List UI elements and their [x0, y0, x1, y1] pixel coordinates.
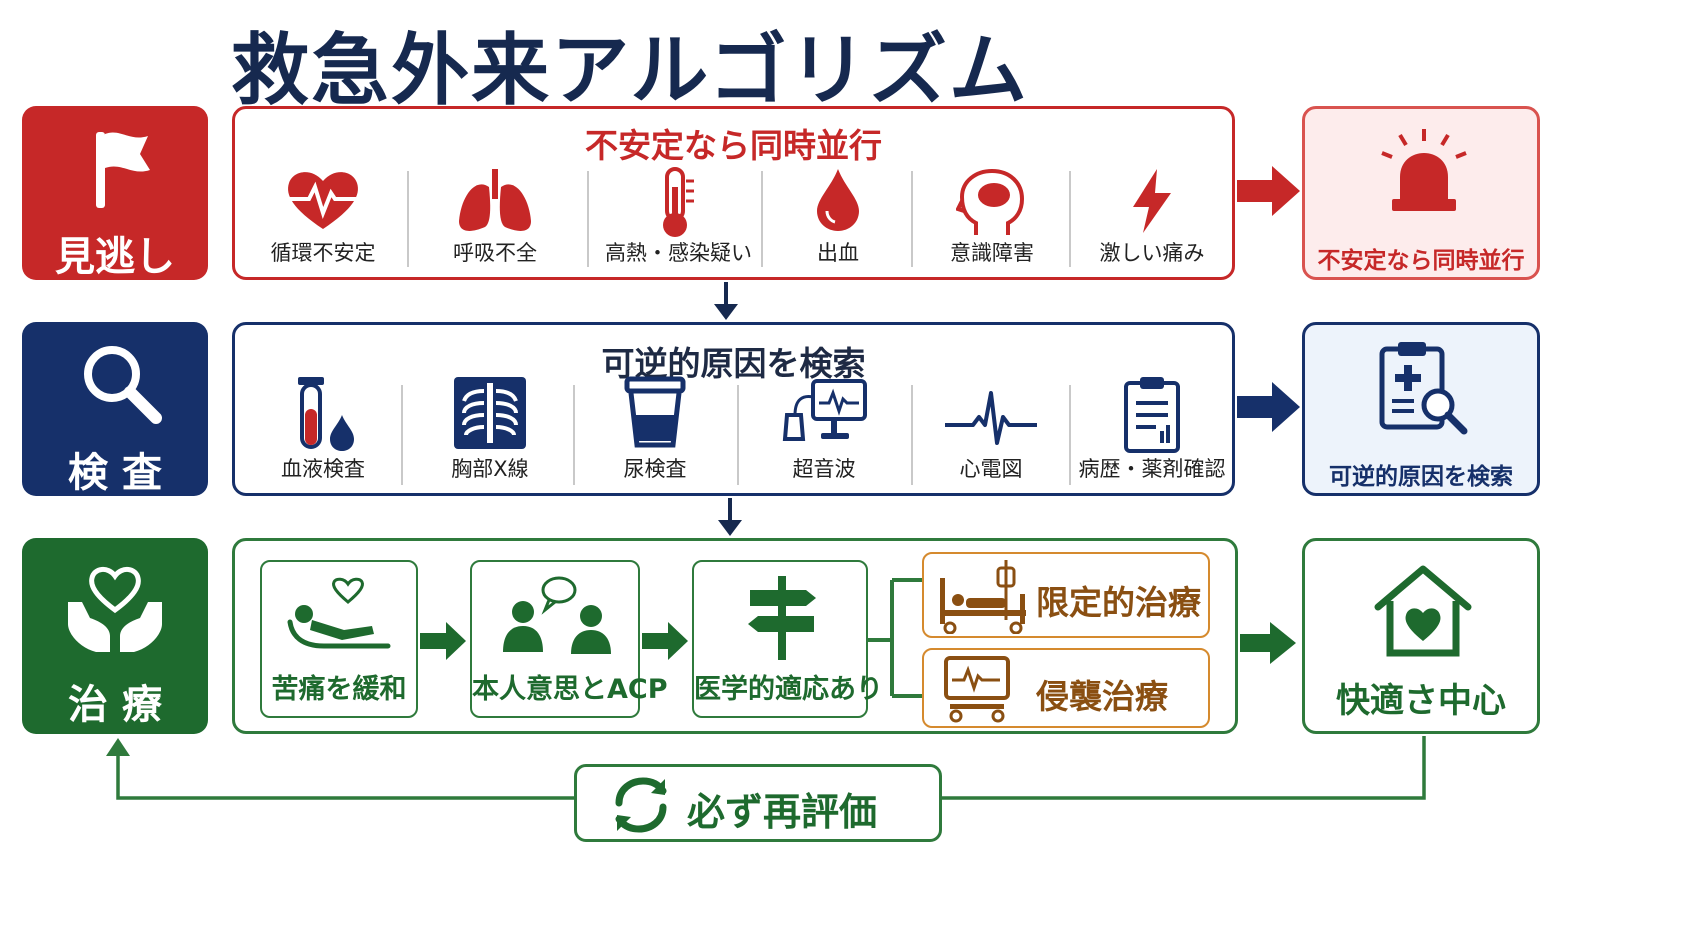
separator — [573, 385, 575, 485]
thermometer-icon — [663, 167, 694, 237]
separator — [1069, 385, 1071, 485]
separator — [407, 171, 409, 267]
result-exam: 可逆的原因を検索 — [1302, 322, 1540, 496]
lungs-icon — [459, 169, 531, 231]
item-ecg-label: 心電図 — [959, 457, 1023, 481]
item-blood-test-label: 血液検査 — [281, 457, 365, 481]
badge-miss-label: 見逃し — [55, 234, 175, 280]
item-ecg: 心電図 — [931, 375, 1051, 483]
step-relieve-pain-label: 苦痛を緩和 — [271, 674, 407, 705]
item-consciousness: 意識障害 — [927, 167, 1057, 267]
flag-icon — [96, 132, 150, 208]
badge-treat-label: 治 療 — [68, 682, 162, 728]
item-ultrasound-label: 超音波 — [792, 457, 856, 481]
item-chest-xray: 胸部X線 — [425, 375, 555, 483]
blood-drop-icon — [817, 169, 859, 231]
item-fever-label: 高熱・感染疑い — [605, 241, 752, 265]
alarm-light-icon — [1381, 129, 1467, 211]
monitor-cart-icon — [944, 656, 1010, 723]
item-fever: 高熱・感染疑い — [605, 167, 752, 267]
badge-exam-label: 検 査 — [68, 450, 162, 496]
separator — [737, 385, 739, 485]
test-tube-icon — [298, 377, 354, 451]
option-limited-treatment-label: 限定的治療 — [1036, 583, 1201, 622]
result-miss-label: 不安定なら同時並行 — [1317, 248, 1525, 274]
clipboard-search-icon — [1379, 342, 1468, 435]
result-miss: 不安定なら同時並行 — [1302, 106, 1540, 280]
step-medical-indication: 医学的適応あり — [692, 560, 883, 718]
lightning-icon — [1133, 169, 1171, 233]
option-invasive-treatment-label: 侵襲治療 — [1036, 677, 1168, 716]
separator — [1069, 171, 1071, 267]
people-speech-icon — [503, 576, 611, 654]
separator — [911, 385, 913, 485]
panel-miss: 不安定なら同時並行 循環不安定 呼吸不全 高熱・感染疑い — [232, 106, 1235, 280]
panel-miss-title: 不安定なら同時並行 — [585, 126, 882, 165]
item-urine-test-label: 尿検査 — [623, 457, 687, 481]
page-title: 救急外来アルゴリズム — [231, 26, 1029, 116]
option-limited-treatment: 限定的治療 — [922, 552, 1210, 638]
step-relieve-pain: 苦痛を緩和 — [260, 560, 418, 718]
heart-ecg-icon — [287, 172, 359, 229]
clipboard-icon — [1124, 377, 1180, 453]
item-respiratory: 呼吸不全 — [435, 167, 555, 267]
badge-miss: 見逃し — [22, 106, 208, 280]
panel-exam: 可逆的原因を検索 血液検査 胸部X線 尿検査 — [232, 322, 1235, 496]
item-bleeding-label: 出血 — [817, 241, 859, 265]
urine-cup-icon — [624, 376, 686, 448]
step-medical-indication-label: 医学的適応あり — [694, 674, 883, 705]
item-pain: 激しい痛み — [1087, 167, 1217, 267]
refresh-cycle-icon — [615, 777, 667, 833]
item-respiratory-label: 呼吸不全 — [453, 241, 537, 265]
item-consciousness-label: 意識障害 — [950, 241, 1034, 265]
item-blood-test: 血液検査 — [263, 375, 383, 483]
item-pain-label: 激しい痛み — [1099, 241, 1205, 265]
magnifier-icon — [84, 346, 162, 424]
reclining-patient-icon — [287, 577, 391, 649]
signpost-icon — [748, 576, 816, 660]
ecg-wave-icon — [945, 391, 1037, 445]
item-urine-test: 尿検査 — [595, 375, 715, 483]
separator — [761, 171, 763, 267]
item-circulation-label: 循環不安定 — [270, 241, 376, 265]
separator — [587, 171, 589, 267]
house-heart-icon — [1374, 565, 1472, 657]
result-treat-label: 快適さ中心 — [1336, 681, 1506, 721]
item-history-meds-label: 病歴・薬剤確認 — [1078, 457, 1226, 481]
item-chest-xray-label: 胸部X線 — [451, 457, 529, 481]
item-circulation: 循環不安定 — [263, 167, 383, 267]
heart-hands-icon — [68, 567, 162, 652]
item-bleeding: 出血 — [783, 167, 893, 267]
option-invasive-treatment: 侵襲治療 — [922, 648, 1210, 728]
item-ultrasound: 超音波 — [759, 375, 889, 483]
badge-exam: 検 査 — [22, 322, 208, 496]
result-exam-label: 可逆的原因を検索 — [1329, 464, 1513, 490]
hospital-bed-icon — [940, 560, 1026, 634]
reassess-box: 必ず再評価 — [574, 764, 942, 842]
ultrasound-icon — [782, 379, 867, 441]
chest-xray-icon — [454, 377, 526, 449]
badge-treat: 治 療 — [22, 538, 208, 734]
reassess-label: 必ず再評価 — [687, 790, 878, 834]
step-patient-will-acp: 本人意思とACP — [470, 560, 668, 718]
item-history-meds: 病歴・薬剤確認 — [1077, 375, 1227, 483]
step-patient-will-acp-label: 本人意思とACP — [472, 674, 668, 705]
result-treat: 快適さ中心 — [1302, 538, 1540, 734]
separator — [911, 171, 913, 267]
separator — [401, 385, 403, 485]
head-brain-icon — [956, 168, 1025, 235]
